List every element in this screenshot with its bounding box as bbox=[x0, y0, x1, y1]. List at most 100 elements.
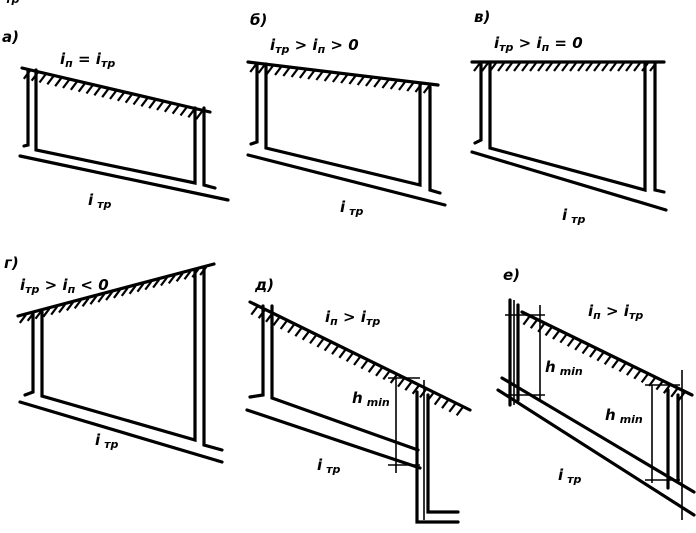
well-and-pipe-top bbox=[270, 304, 420, 452]
hatch-mark bbox=[505, 62, 513, 72]
ground-line bbox=[20, 66, 212, 114]
hatch-mark bbox=[54, 77, 63, 87]
hatch-mark bbox=[18, 314, 27, 324]
pipe-bottom bbox=[18, 400, 224, 464]
hatch-mark bbox=[340, 74, 349, 84]
right-well-wall bbox=[653, 62, 666, 194]
left-well-wall bbox=[473, 62, 483, 145]
hatch-mark bbox=[62, 79, 70, 89]
hatch-mark bbox=[81, 297, 90, 307]
ground-line bbox=[246, 60, 440, 87]
pipe-bottom bbox=[245, 408, 422, 470]
hatch-mark bbox=[282, 67, 291, 77]
hatch-mark bbox=[381, 79, 390, 89]
panel-tag: а) bbox=[2, 28, 19, 46]
formula-part: i bbox=[361, 308, 367, 326]
hatch-mark bbox=[124, 94, 133, 104]
pipe-bottom bbox=[470, 150, 668, 212]
hatch-mark bbox=[50, 305, 59, 316]
hatch-mark bbox=[353, 356, 361, 366]
hatch-mark bbox=[398, 81, 406, 91]
hatch-mark bbox=[625, 62, 633, 72]
hatch-mark bbox=[561, 62, 569, 72]
hatch-mark bbox=[73, 299, 82, 310]
formula-part: i bbox=[20, 276, 26, 294]
hatch-mark bbox=[307, 70, 315, 80]
hatch-mark bbox=[132, 95, 141, 106]
hatch-mark bbox=[585, 62, 593, 72]
hatch-mark bbox=[365, 77, 373, 87]
formula-part: i bbox=[0, 0, 6, 4]
subscript: тр bbox=[499, 41, 513, 54]
hatch-mark bbox=[481, 62, 489, 72]
formula-part: i bbox=[270, 36, 276, 54]
surface-slope-formula: iп​ > iтр​ bbox=[588, 302, 643, 322]
surface-slope-formula: iтр​ > iп​ = 0 bbox=[494, 34, 583, 54]
formula-part: i bbox=[624, 302, 630, 320]
hatch-mark bbox=[274, 66, 282, 76]
hatch-mark bbox=[521, 62, 529, 72]
hatch-mark bbox=[513, 62, 521, 72]
hatch-mark bbox=[331, 73, 340, 83]
left-well-wall bbox=[248, 304, 265, 399]
drop-well-outer bbox=[426, 393, 460, 514]
subscript: п bbox=[318, 43, 326, 56]
hatch-mark bbox=[609, 62, 617, 72]
hatch-mark bbox=[596, 352, 605, 362]
hatch-mark bbox=[93, 86, 102, 96]
subscript: тр bbox=[629, 309, 643, 322]
hatch-mark bbox=[160, 276, 168, 287]
formula-part: i bbox=[96, 50, 102, 68]
hatch-mark bbox=[670, 388, 679, 398]
hatch-mark bbox=[338, 349, 347, 359]
hatch-mark bbox=[633, 370, 642, 380]
surface-slope-formula: iп​ = iтр​ bbox=[60, 50, 115, 70]
hatch-mark bbox=[633, 62, 641, 72]
subscript: п bbox=[330, 315, 338, 328]
panel-tag: г) bbox=[4, 254, 19, 272]
hatch-mark bbox=[77, 83, 86, 93]
hatch-mark bbox=[101, 88, 110, 98]
hatch-mark bbox=[128, 285, 137, 295]
surface-slope-formula: iп​ > iтр​ bbox=[325, 308, 380, 328]
formula-part: i bbox=[60, 50, 66, 68]
hatch-mark bbox=[566, 337, 575, 347]
hatch-mark bbox=[397, 377, 405, 388]
hatch-mark bbox=[553, 62, 561, 72]
formula-part: > 0 bbox=[325, 36, 358, 54]
hatch-mark bbox=[120, 287, 129, 297]
hatch-mark bbox=[419, 388, 427, 399]
hatch-mark bbox=[537, 62, 545, 72]
hatch-mark bbox=[316, 338, 325, 348]
panel-tag: е) bbox=[503, 266, 520, 284]
drop-well-inner bbox=[415, 390, 460, 524]
hatch-mark bbox=[625, 366, 634, 376]
hatch-mark bbox=[156, 101, 164, 111]
hatch-mark bbox=[38, 73, 47, 84]
hatch-mark bbox=[577, 62, 585, 72]
left-well-wall bbox=[22, 68, 30, 148]
well-and-pipe-top bbox=[34, 68, 197, 185]
hatch-mark bbox=[144, 280, 153, 291]
subscript: тр bbox=[25, 283, 39, 296]
hatch-mark bbox=[441, 399, 449, 409]
hatch-mark bbox=[58, 303, 66, 314]
hatch-mark bbox=[345, 352, 354, 363]
hatch-mark bbox=[323, 72, 332, 82]
well-and-pipe-top bbox=[488, 62, 647, 193]
hatch-mark bbox=[167, 274, 176, 285]
hatch-mark bbox=[301, 331, 310, 341]
hatch-mark bbox=[294, 327, 303, 337]
ground-hatching bbox=[22, 70, 204, 120]
hatch-mark bbox=[433, 395, 442, 406]
surface-slope-formula: iтр​ > iп​ > 0 bbox=[270, 36, 359, 56]
hatch-mark bbox=[389, 374, 398, 384]
hatch-mark bbox=[175, 272, 184, 282]
